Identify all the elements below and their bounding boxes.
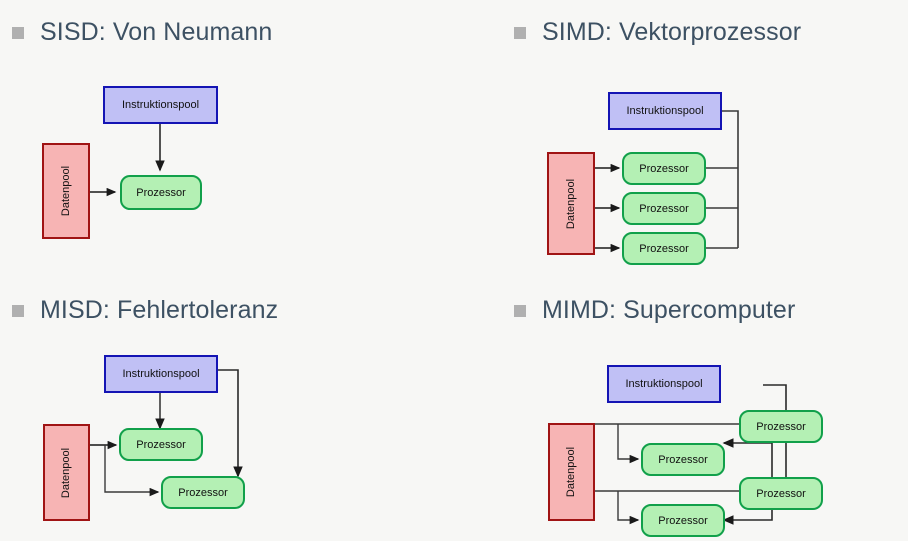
node-label: Instruktionspool — [625, 378, 703, 390]
node-label: Prozessor — [639, 242, 689, 255]
bullet-square-icon — [12, 304, 24, 317]
node-label: Datenpool — [565, 446, 578, 498]
node-label: Datenpool — [565, 178, 577, 229]
item-title-misd: MISD: Fehlertoleranz — [40, 296, 279, 324]
node-label: Instruktionspool — [626, 105, 704, 117]
node-label: Prozessor — [756, 420, 806, 433]
node-instruction-pool-simd[interactable]: Instruktionspool — [608, 92, 722, 130]
item-title-mimd: MIMD: Supercomputer — [542, 296, 796, 324]
node-label: Prozessor — [658, 453, 708, 466]
item-heading-misd: MISD: Fehlertoleranz — [12, 298, 278, 323]
quadrant-misd: MISD: Fehlertoleranz Instruktionsp — [0, 270, 454, 540]
node-label: Datenpool — [60, 447, 73, 498]
node-label: Prozessor — [658, 514, 708, 527]
quadrant-sisd: SISD: Von Neumann Instruktionspool Daten… — [0, 0, 454, 270]
item-heading-mimd: MIMD: Supercomputer — [514, 298, 795, 323]
item-heading-sisd: SISD: Von Neumann — [12, 20, 272, 45]
node-processor-misd-1[interactable]: Prozessor — [119, 428, 203, 461]
bullet-square-icon — [514, 26, 526, 39]
node-label: Prozessor — [178, 486, 228, 499]
node-data-pool-mimd[interactable]: Datenpool — [548, 423, 595, 521]
bullet-square-icon — [514, 304, 526, 317]
node-processor-simd-2[interactable]: Prozessor — [622, 192, 706, 225]
node-label: Prozessor — [756, 487, 806, 500]
diagram-misd: Instruktionspool Datenpool Prozessor Pro… — [0, 270, 454, 540]
item-title-sisd: SISD: Von Neumann — [40, 18, 273, 46]
node-instruction-pool-sisd[interactable]: Instruktionspool — [103, 86, 218, 124]
node-instruction-pool-mimd[interactable]: Instruktionspool — [607, 365, 721, 403]
node-label: Instruktionspool — [121, 99, 200, 111]
node-processor-mimd-2[interactable]: Prozessor — [641, 504, 725, 537]
node-label: Datenpool — [60, 165, 72, 217]
node-processor-simd-1[interactable]: Prozessor — [622, 152, 706, 185]
node-label: Instruktionspool — [122, 368, 200, 380]
node-label: Prozessor — [639, 202, 689, 215]
node-label: Prozessor — [639, 162, 689, 175]
node-label: Prozessor — [136, 186, 186, 199]
node-processor-sisd-1[interactable]: Prozessor — [120, 175, 202, 210]
node-processor-simd-3[interactable]: Prozessor — [622, 232, 706, 265]
bullet-square-icon — [12, 26, 24, 39]
item-title-simd: SIMD: Vektorprozessor — [542, 18, 802, 46]
diagram-simd-wires — [595, 110, 739, 253]
node-processor-misd-2[interactable]: Prozessor — [161, 476, 245, 509]
node-processor-mimd-1[interactable]: Prozessor — [641, 443, 725, 476]
diagram-sisd: Instruktionspool Datenpool Prozessor — [0, 0, 454, 270]
diagram-mimd-wires — [595, 384, 820, 525]
diagram-simd: Instruktionspool Datenpool Prozessor Pro… — [454, 0, 908, 270]
diagram-mimd: Instruktionspool Datenpool Prozessor Pro… — [454, 270, 908, 540]
node-data-pool-misd[interactable]: Datenpool — [43, 424, 90, 521]
node-data-pool-sisd[interactable]: Datenpool — [42, 143, 90, 239]
node-processor-mimd-4[interactable]: Prozessor — [739, 477, 823, 510]
node-data-pool-simd[interactable]: Datenpool — [547, 152, 595, 255]
node-instruction-pool-misd[interactable]: Instruktionspool — [104, 355, 218, 393]
quadrant-simd: SIMD: Vektorprozessor Ins — [454, 0, 908, 270]
node-processor-mimd-3[interactable]: Prozessor — [739, 410, 823, 443]
item-heading-simd: SIMD: Vektorprozessor — [514, 20, 801, 45]
quadrant-mimd: MIMD: Supercomputer — [454, 270, 908, 540]
node-label: Prozessor — [136, 438, 186, 451]
